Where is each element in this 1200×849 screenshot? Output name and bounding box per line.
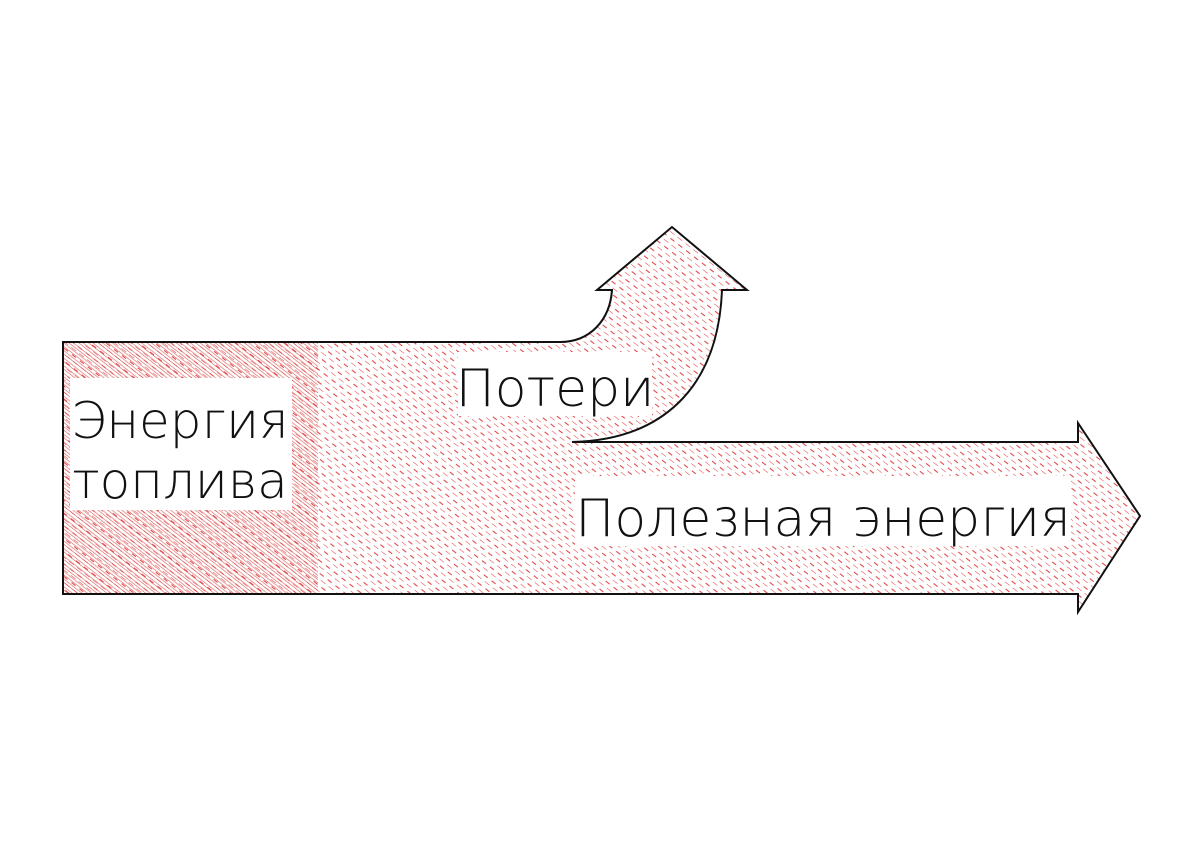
source-label-line2: топлива [72, 452, 288, 510]
useful-label-bg [575, 476, 1071, 546]
useful-energy-label: Полезная энергия [575, 489, 1071, 549]
source-label-line1: Энергия [71, 392, 288, 450]
diagram-outline [62, 225, 1142, 616]
source-label-bg [70, 378, 292, 510]
losses-label-bg [458, 352, 652, 416]
losses-label: Потери [456, 359, 655, 419]
